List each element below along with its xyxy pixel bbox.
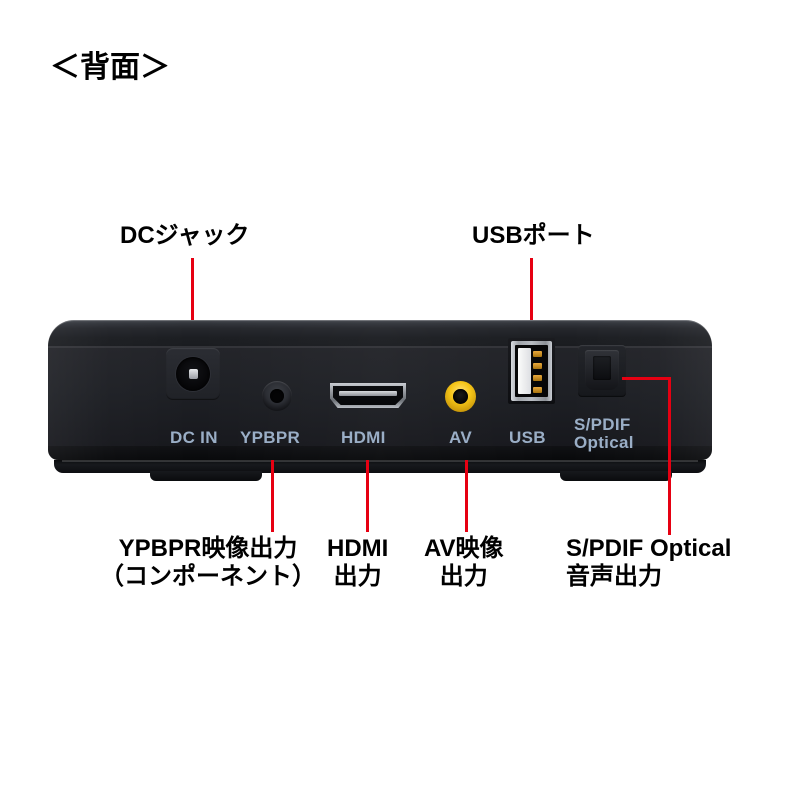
dc-center-pin xyxy=(189,369,198,379)
silk-label-dc-in: DC IN xyxy=(170,428,218,447)
page-title: ＜背面＞ xyxy=(50,51,170,84)
av-jack[interactable] xyxy=(445,381,476,412)
spdif-optical-port[interactable] xyxy=(578,345,626,397)
callout-ypbpr-line1: YPBPR映像出力 xyxy=(118,535,298,562)
device-foot-right xyxy=(560,471,672,481)
leader-line-usb-port xyxy=(530,258,533,370)
leader-line-ypbpr xyxy=(271,460,274,532)
leader-line-hdmi xyxy=(366,460,369,532)
callout-spdif-line2: 音声出力 xyxy=(566,563,662,591)
leader-line-av xyxy=(465,460,468,532)
callout-av-line1: AV映像 xyxy=(424,535,504,562)
spdif-slot xyxy=(593,356,611,380)
callout-hdmi-line2: 出力 xyxy=(333,563,382,591)
spdif-dust-cover xyxy=(585,350,619,390)
callout-label-spdif: S/PDIF Optical 音声出力 xyxy=(566,535,731,592)
silk-label-ypbpr: YPBPR xyxy=(240,428,301,447)
usb-contact xyxy=(533,387,542,393)
usb-contact xyxy=(533,363,542,369)
device-base-strip xyxy=(54,460,706,473)
callout-ypbpr-line2: （コンポーネント） xyxy=(100,563,316,591)
ypbpr-jack-hole xyxy=(270,389,284,403)
av-jack-hole xyxy=(453,389,468,404)
hdmi-port[interactable] xyxy=(330,383,406,408)
dc-barrel-icon xyxy=(176,357,210,391)
silk-label-av: AV xyxy=(449,428,472,447)
hdmi-tongue xyxy=(339,391,397,396)
device-foot-left xyxy=(150,471,262,481)
usb-contact xyxy=(533,375,542,381)
silk-label-spdif-line1: S/PDIF xyxy=(574,415,631,434)
usb-port[interactable] xyxy=(508,338,555,404)
dc-in-jack[interactable] xyxy=(166,348,220,400)
callout-spdif-line1: S/PDIF Optical xyxy=(566,535,732,562)
callout-label-ypbpr: YPBPR映像出力 （コンポーネント） xyxy=(100,535,316,592)
device-plate-edge xyxy=(48,346,712,348)
callout-hdmi-line1: HDMI xyxy=(327,535,389,562)
usb-cavity xyxy=(515,345,548,397)
leader-line-spdif-vertical xyxy=(668,377,671,535)
usb-contact xyxy=(533,351,542,357)
silk-label-hdmi: HDMI xyxy=(341,428,386,447)
silk-label-spdif-line2: Optical xyxy=(574,433,634,452)
callout-label-av: AV映像 出力 xyxy=(424,535,504,592)
silk-label-usb: USB xyxy=(509,428,546,447)
callout-av-line2: 出力 xyxy=(439,563,488,591)
leader-line-spdif-horizontal xyxy=(622,377,671,380)
ypbpr-jack[interactable] xyxy=(262,381,292,411)
device-base-highlight xyxy=(62,460,698,462)
usb-shield xyxy=(511,341,552,401)
callout-label-hdmi: HDMI 出力 xyxy=(327,535,388,592)
callout-label-dc-jack: DCジャック xyxy=(120,222,250,249)
usb-tongue xyxy=(518,348,531,394)
callout-label-usb-port: USBポート xyxy=(472,222,595,249)
